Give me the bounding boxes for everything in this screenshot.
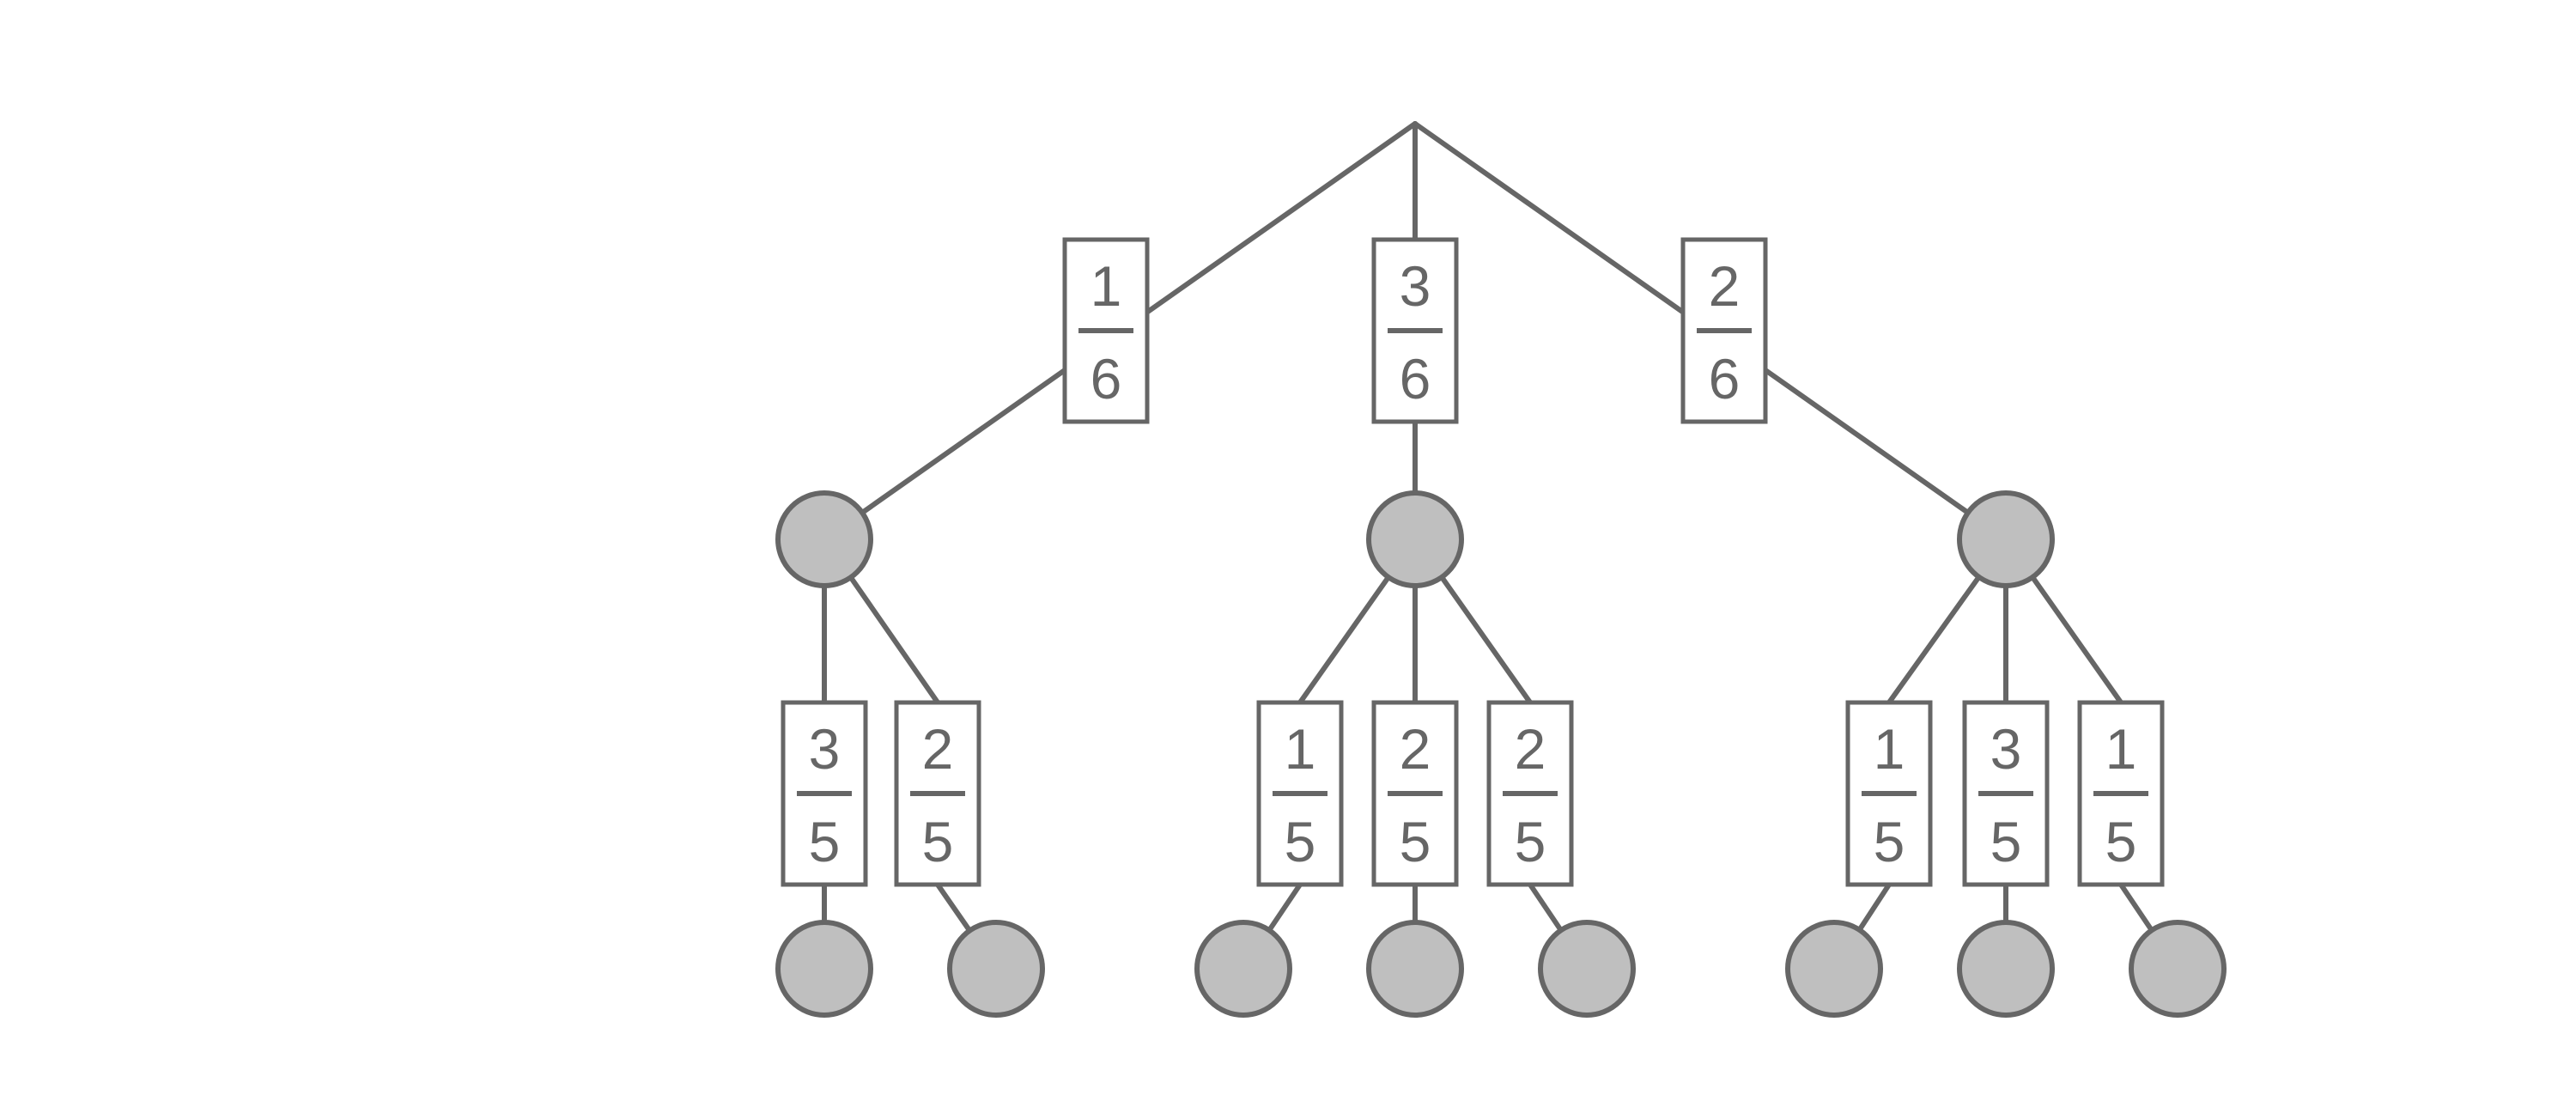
tree-node-level1	[1366, 490, 1464, 588]
fraction-denominator: 5	[1285, 810, 1316, 873]
branch-probability-label: 25	[894, 700, 981, 887]
fraction-numerator: 1	[2105, 717, 2137, 781]
tree-nodes	[775, 490, 2227, 1018]
fraction-numerator: 3	[809, 717, 841, 781]
fraction-numerator: 2	[1515, 717, 1546, 781]
fraction-denominator: 5	[2105, 810, 2137, 873]
fraction-denominator: 5	[1400, 810, 1431, 873]
branch-probability-label: 16	[1062, 237, 1150, 424]
tree-node-level2	[2129, 920, 2227, 1018]
fraction-denominator: 5	[1874, 810, 1905, 873]
fraction-denominator: 5	[1515, 810, 1546, 873]
branch-probability-label: 35	[1962, 700, 2050, 887]
tree-node-level2	[775, 920, 873, 1018]
fraction-numerator: 3	[1990, 717, 2022, 781]
branch-probability-label: 15	[1256, 700, 1344, 887]
tree-node-level2	[1366, 920, 1464, 1018]
branch-probability-label: 15	[2077, 700, 2165, 887]
branch-probability-label: 36	[1371, 237, 1459, 424]
fraction-denominator: 5	[809, 810, 841, 873]
fraction-denominator: 6	[1091, 347, 1122, 411]
branch-probability-label: 35	[781, 700, 868, 887]
tree-node-level2	[1957, 920, 2055, 1018]
tree-node-level2	[1194, 920, 1292, 1018]
fraction-numerator: 3	[1400, 254, 1431, 318]
branch-probability-label: 26	[1680, 237, 1768, 424]
branch-probability-label: 25	[1486, 700, 1574, 887]
fraction-denominator: 5	[922, 810, 954, 873]
fraction-denominator: 6	[1709, 347, 1741, 411]
branch-probability-label: 15	[1845, 700, 1933, 887]
tree-node-level1	[775, 490, 873, 588]
tree-node-level2	[1538, 920, 1636, 1018]
fraction-denominator: 6	[1400, 347, 1431, 411]
tree-node-level1	[1957, 490, 2055, 588]
fraction-denominator: 5	[1990, 810, 2022, 873]
fraction-numerator: 1	[1285, 717, 1316, 781]
tree-node-level2	[1785, 920, 1883, 1018]
fraction-numerator: 2	[922, 717, 954, 781]
fraction-numerator: 1	[1091, 254, 1122, 318]
fraction-numerator: 1	[1874, 717, 1905, 781]
tree-node-level2	[947, 920, 1045, 1018]
fraction-numerator: 2	[1709, 254, 1741, 318]
branch-probability-label: 25	[1371, 700, 1459, 887]
fraction-numerator: 2	[1400, 717, 1431, 781]
